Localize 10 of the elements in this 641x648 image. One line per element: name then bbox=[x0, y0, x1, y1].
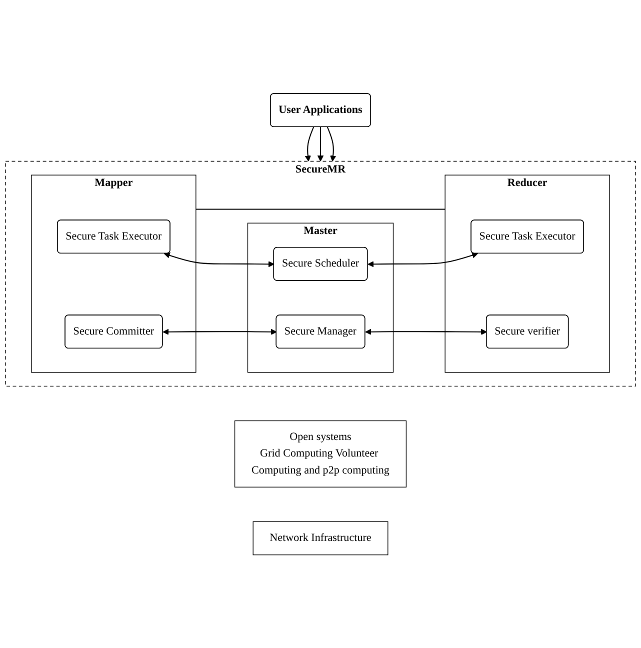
node-box: Network Infrastructure bbox=[252, 521, 388, 555]
connector bbox=[196, 208, 446, 210]
arrow bbox=[326, 126, 336, 162]
arrow bbox=[365, 328, 487, 335]
node-box: Open systems Grid Computing Volunteer Computing and p2p computing bbox=[234, 420, 407, 488]
arrow bbox=[317, 126, 324, 162]
arrow bbox=[304, 126, 314, 162]
arrow bbox=[368, 252, 478, 267]
arrow bbox=[162, 328, 277, 335]
arrow bbox=[164, 252, 274, 268]
